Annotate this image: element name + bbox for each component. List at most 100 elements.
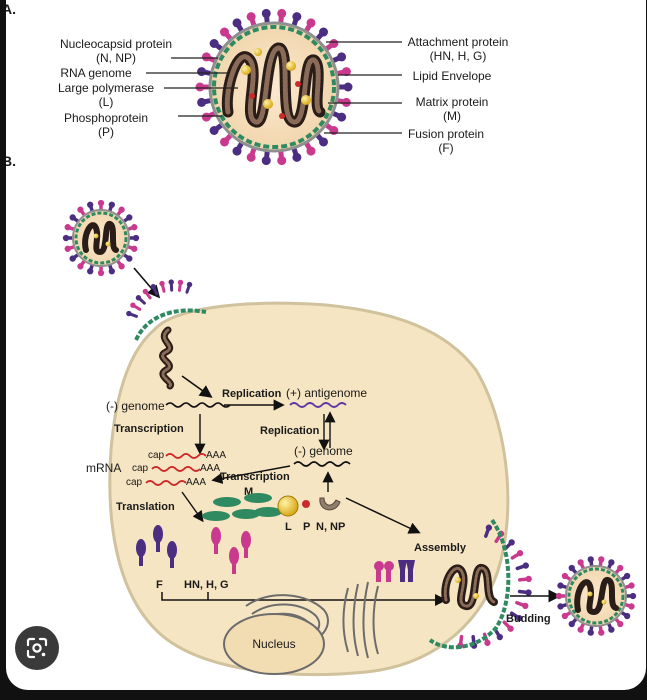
spike-head	[197, 97, 207, 107]
label-fusion: Fusion protein	[408, 127, 484, 141]
spike-head	[306, 18, 316, 28]
spike-head	[292, 12, 302, 22]
label-translation: Translation	[116, 501, 175, 513]
spike-head	[522, 602, 529, 610]
spike-head	[186, 281, 193, 288]
label-attachment-abbr: (HN, H, G)	[430, 49, 487, 63]
spike-head	[277, 8, 287, 18]
phosphoprotein-p	[302, 500, 310, 508]
spike-head	[232, 18, 242, 28]
spike-head	[130, 302, 136, 308]
spike-head	[118, 263, 125, 270]
spike-head	[629, 592, 637, 600]
spike-head	[525, 589, 532, 596]
spike-head	[69, 214, 76, 221]
virion-structure	[195, 8, 353, 166]
to-assembly-arrow	[345, 497, 421, 534]
spike-head	[246, 152, 256, 162]
label-antigenome: (+) antigenome	[286, 386, 367, 400]
spike-head	[623, 612, 631, 620]
spike-head	[522, 562, 529, 569]
label-budding: Budding	[506, 613, 551, 625]
spike-head	[561, 572, 569, 580]
spike-head	[126, 214, 133, 221]
spike-head	[598, 629, 605, 636]
spike-head	[246, 12, 256, 22]
spike-head	[525, 575, 532, 583]
spike-head	[135, 295, 142, 301]
spike-head	[126, 310, 132, 317]
label-transcription: Transcription	[114, 423, 184, 435]
trafficking-line	[161, 592, 378, 601]
spike-head	[557, 603, 564, 610]
label-n-np: N, NP	[316, 521, 345, 533]
spike-head	[97, 269, 105, 277]
spike-head	[118, 206, 125, 213]
spike-head	[69, 255, 76, 262]
matrix-proteins	[202, 493, 282, 521]
free-virion-entering	[62, 199, 140, 277]
structure-labels-left: Nucleocapsid protein (N, NP) RNA genome …	[58, 37, 172, 139]
label-neg-genome: (-) genome	[106, 399, 165, 413]
uncoating-arrow	[181, 375, 213, 398]
label-phosphoprotein: Phosphoprotein	[64, 111, 148, 125]
spike-head	[232, 146, 242, 156]
spike-head	[219, 27, 229, 37]
spike-head	[557, 582, 564, 589]
spike-head	[168, 279, 174, 285]
lens-glyph	[26, 637, 48, 659]
spike-head	[561, 612, 569, 620]
label-neg-genome-2: (-) genome	[294, 444, 353, 458]
golgi-apparatus	[342, 581, 379, 659]
spike-head	[337, 112, 347, 122]
spike-head	[508, 539, 515, 546]
spike-head	[64, 245, 71, 252]
spike-head	[261, 156, 271, 166]
mrna-strand-3	[145, 480, 187, 486]
label-nucleocapsid-abbr: (N, NP)	[96, 51, 136, 65]
cap-label-3: cap	[126, 477, 143, 488]
label-envelope: Lipid Envelope	[413, 69, 492, 83]
label-leader-lines	[146, 41, 402, 134]
envelope-spikes	[195, 8, 353, 166]
label-nucleus: Nucleus	[252, 637, 295, 651]
spike-head	[77, 206, 84, 213]
virus-diagram: A. B. Nucleocapsid pro	[6, 1, 637, 677]
nucleocapsid-np	[319, 497, 341, 511]
spike-head	[343, 82, 353, 92]
label-phosphoprotein-abbr: (P)	[98, 125, 114, 139]
label-m: M	[244, 486, 253, 498]
label-mrna: mRNA	[86, 461, 121, 475]
spike-head	[142, 288, 149, 295]
label-matrix: Matrix protein	[416, 95, 489, 109]
spike-head	[587, 629, 594, 636]
spike-head	[617, 564, 624, 572]
neg-genome-strand-2	[293, 461, 351, 467]
polymerase-l-protein	[277, 495, 299, 517]
spike-head	[77, 263, 84, 270]
spike-head	[555, 592, 563, 600]
label-transcription-2: Transcription	[220, 471, 290, 483]
spike-head	[87, 268, 94, 275]
label-attachment: Attachment protein	[408, 35, 509, 49]
neg-genome-strand	[165, 402, 231, 408]
f-protein	[153, 525, 163, 543]
spike-head	[598, 556, 605, 563]
spike-head	[209, 125, 219, 135]
label-fusion-abbr: (F)	[438, 141, 453, 155]
spike-head	[131, 245, 138, 252]
spike-head	[87, 201, 94, 208]
translation-arrow	[181, 491, 204, 523]
matrix-layer	[212, 25, 336, 149]
spike-head	[126, 255, 133, 262]
spike-head	[608, 559, 615, 566]
spike-head	[341, 97, 351, 107]
label-polymerase-abbr: (L)	[99, 95, 114, 109]
spike-head	[261, 8, 271, 18]
spike-head	[341, 67, 351, 77]
released-virion	[555, 556, 637, 636]
google-lens-icon[interactable]	[15, 626, 59, 670]
assembling-virion	[428, 518, 532, 650]
label-polymerase: Large polymerase	[58, 81, 154, 95]
spike-head	[292, 152, 302, 162]
